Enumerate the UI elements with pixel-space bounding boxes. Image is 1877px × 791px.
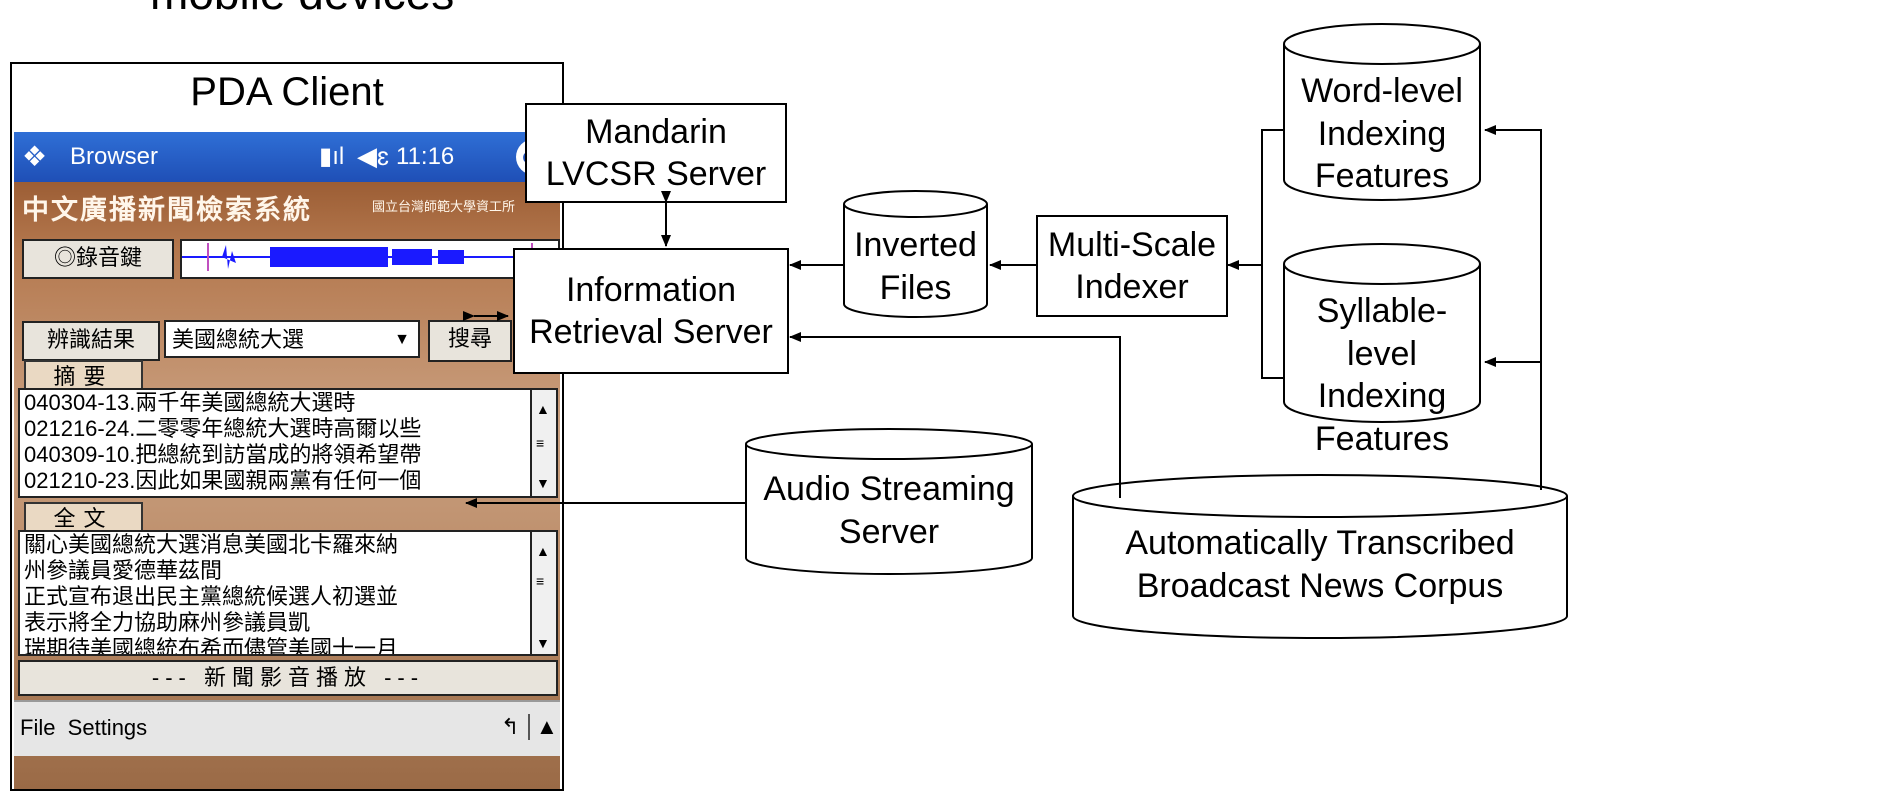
text-line: 瑞期待美國總統布希而儘管美國十一月 (24, 636, 399, 656)
status-app-name: Browser (70, 143, 159, 170)
pda-screen: ❖ Browser ▮ıl ◀ɛ 11:16 ok 中文廣播新聞檢索系統 國立台… (14, 132, 560, 789)
query-select[interactable]: 美國總統大選 ▼ (164, 320, 420, 358)
status-bar: ❖ Browser ▮ıl ◀ɛ 11:16 ok (14, 132, 560, 182)
database-icon (1283, 23, 1481, 201)
waveform-icon (182, 243, 554, 271)
speaker-icon[interactable]: ◀ɛ (357, 141, 389, 171)
signal-icon: ▮ıl (319, 143, 345, 170)
syllable-level-features-store: Syllable-level Indexing Features (1283, 242, 1481, 458)
text-line: 表示將全力協助麻州參議員凱 (24, 610, 311, 635)
database-icon (1072, 474, 1568, 639)
menu-bar: File Settings ↰ ▲ (14, 700, 560, 756)
arrow-corpus-word (1484, 125, 1542, 490)
full-text-box[interactable]: 關心美國總統大選消息美國北卡羅來納 州參議員愛德華茲間 正式宣布退出民主黨總統候… (18, 530, 558, 656)
database-icon (1283, 243, 1481, 423)
tab-full-text[interactable]: 全文 (24, 502, 143, 534)
pda-title: PDA Client (190, 70, 384, 114)
undo-icon[interactable]: ↰ (501, 714, 520, 739)
list-item[interactable]: 040304-13.兩千年美國總統大選時 (24, 390, 356, 415)
list-item[interactable]: 021210-23.因此如果國親兩黨有任何一個 (24, 468, 422, 493)
inverted-files-store: Inverted Files (843, 190, 988, 318)
page-title: mobile devices (150, 0, 454, 20)
keyboard-up-icon[interactable]: ▲ (528, 714, 558, 740)
play-media-button[interactable]: --- 新聞影音播放 --- (18, 660, 558, 696)
list-item[interactable]: 040309-10.把總統到訪當成的將領希望帶 (24, 442, 422, 467)
summary-list[interactable]: 040304-13.兩千年美國總統大選時 021216-24.二零零年總統大選時… (18, 388, 558, 498)
windows-logo-icon[interactable]: ❖ (22, 141, 48, 172)
text-line: 正式宣布退出民主黨總統候選人初選並 (24, 584, 399, 609)
scroll-down-icon[interactable]: ▼ (536, 475, 550, 491)
database-icon (843, 190, 988, 318)
arrow-corpus-ir (789, 332, 1121, 498)
scroll-up-icon[interactable]: ▲ (536, 401, 550, 417)
query-value: 美國總統大選 (172, 327, 305, 352)
audio-streaming-server: Audio Streaming Server (745, 428, 1033, 576)
scrollbar[interactable]: ▲ ≡ ▼ (530, 390, 556, 496)
waveform-display (180, 239, 560, 279)
text-line: 州參議員愛德華茲間 (24, 558, 223, 583)
scroll-thumb-icon[interactable]: ≡ (536, 435, 545, 451)
list-item[interactable]: 021216-24.二零零年總統大選時高爾以些 (24, 416, 422, 441)
scroll-down-icon[interactable]: ▼ (536, 635, 550, 651)
status-time: 11:16 (396, 143, 455, 170)
menu-file-settings[interactable]: File Settings (20, 715, 148, 740)
broadcast-news-corpus: Automatically Transcribed Broadcast News… (1072, 474, 1568, 640)
scroll-thumb-icon[interactable]: ≡ (536, 573, 545, 589)
record-button[interactable]: ◎錄音鍵 (22, 239, 174, 279)
features-bracket (1261, 129, 1283, 379)
word-level-features-store: Word-level Indexing Features (1283, 22, 1481, 202)
search-button[interactable]: 搜尋 (428, 320, 512, 362)
scroll-up-icon[interactable]: ▲ (536, 543, 550, 559)
tab-summary[interactable]: 摘要 (24, 360, 143, 392)
scrollbar[interactable]: ▲ ≡ ▼ (530, 532, 556, 654)
pda-client: PDA Client ❖ Browser ▮ıl ◀ɛ 11:16 ok 中文廣… (10, 62, 564, 791)
dropdown-arrow-icon[interactable]: ▼ (394, 331, 410, 348)
text-line: 關心美國總統大選消息美國北卡羅來納 (24, 532, 399, 557)
app-subtitle: 國立台灣師範大學資工所 (372, 199, 516, 214)
database-icon (745, 428, 1033, 575)
app-title: 中文廣播新聞檢索系統 (22, 195, 312, 225)
